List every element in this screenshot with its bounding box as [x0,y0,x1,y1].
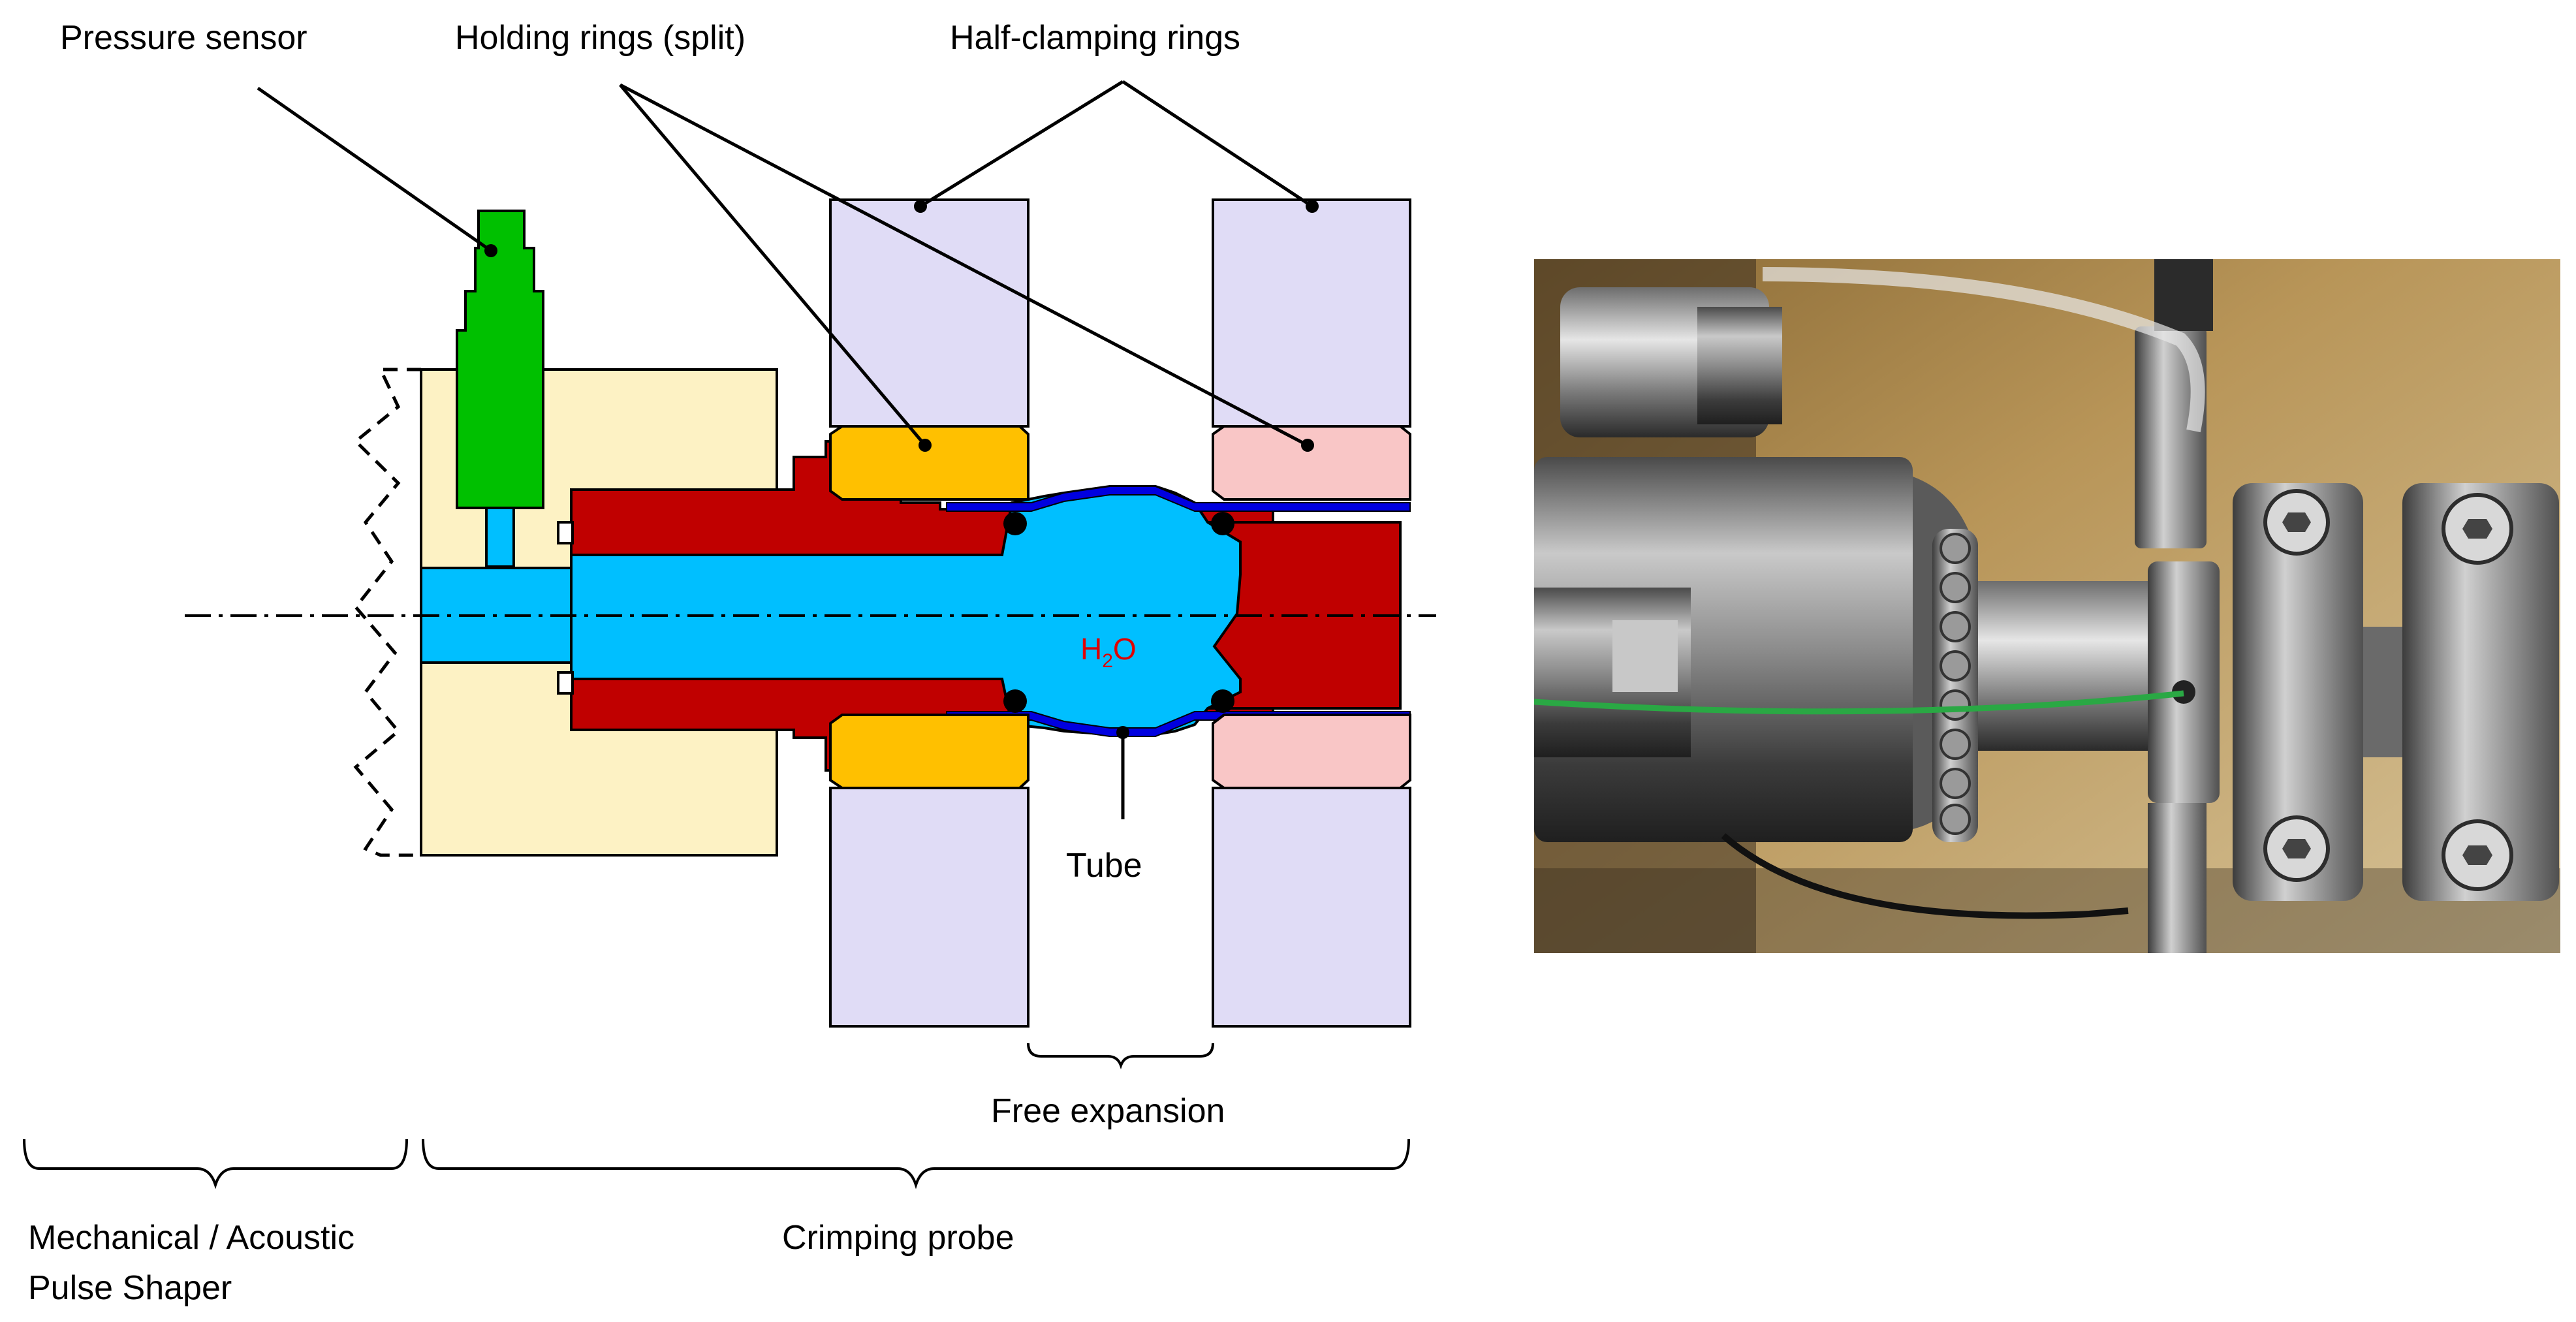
split-ring-top [1212,425,1411,501]
rig-photo [1534,259,2560,953]
label-holding-rings: Holding rings (split) [455,19,746,57]
h2o-o: O [1113,632,1137,666]
label-half-clamping-rings: Half-clamping rings [950,19,1240,57]
schematic-diagram: H2O Pressure sensor Holding rings (split… [23,19,1436,1307]
dot-clamping-right [1306,200,1319,213]
flange-detail-top [557,521,574,544]
label-crimping-probe: Crimping probe [782,1219,1014,1257]
photo-green-fiber [1534,690,2184,715]
photo-clamp-ring-2 [2402,483,2559,901]
pressure-sensor [456,210,544,509]
clamping-ring-right-bottom [1212,787,1411,1028]
flange-detail-bottom [557,671,574,695]
clamping-ring-left-top [829,198,1029,428]
leader-holding-ring-right [619,83,1309,447]
tube-upper [946,486,1411,512]
h2o-label: H2O [1080,632,1137,672]
brace-free-expansion [1027,1043,1214,1069]
holding-ring-top [829,425,1029,501]
clamping-ring-left-bottom [829,787,1029,1028]
label-pressure-sensor: Pressure sensor [60,19,307,57]
label-pulse-shaper-line2: Pulse Shaper [28,1269,232,1307]
clamping-ring-right-top [1212,198,1411,428]
label-tube: Tube [1066,847,1142,885]
split-ring-bottom [1212,714,1411,789]
brace-pulse-shaper [23,1139,408,1189]
h2o-h: H [1080,632,1102,666]
sensor-water-channel [485,507,515,568]
h2o-sub: 2 [1102,650,1113,672]
o-ring-seals [1003,512,1234,713]
leader-holding-ring-left [619,84,926,447]
label-free-expansion: Free expansion [991,1092,1225,1130]
break-line [353,368,421,857]
photo-probe-tube [1978,581,2174,751]
photo-hose [1762,267,2205,433]
leader-clamping-left [919,80,1124,208]
dot-holding-ring-right [1301,439,1314,452]
dot-pressure-sensor [484,244,497,257]
photo-flange [1932,529,1978,842]
brace-crimping-probe [422,1139,1410,1189]
leader-clamping-right [1122,80,1313,208]
dot-clamping-left [914,200,927,213]
leader-pressure-sensor [257,86,492,253]
dot-tube [1116,726,1129,739]
dot-holding-ring-left [919,439,932,452]
photo-vertical-clamp [2135,326,2207,548]
photo-flange-bolts [1940,533,1971,835]
photo-clamp-ring-1 [2233,483,2363,901]
holding-ring-bottom [829,714,1029,789]
label-pulse-shaper-line1: Mechanical / Acoustic [28,1219,354,1257]
